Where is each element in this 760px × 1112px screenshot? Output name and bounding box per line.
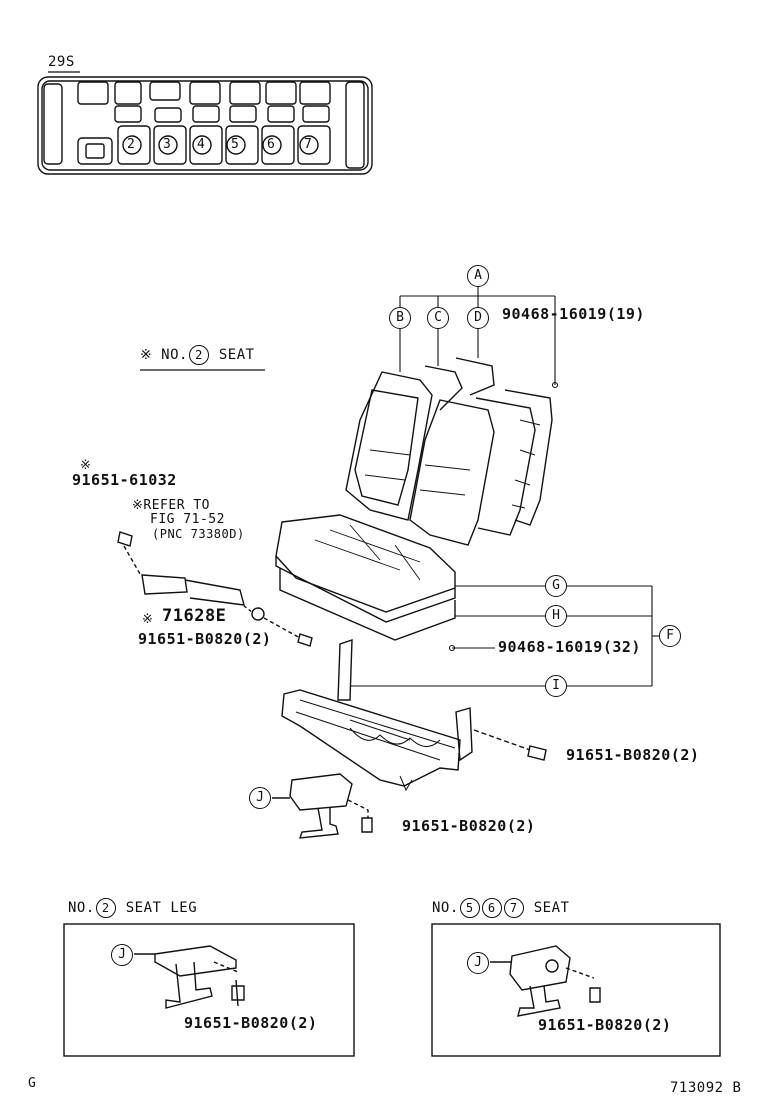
callout-a: A — [467, 265, 489, 287]
inset-left-callout-j: J — [111, 944, 133, 966]
inset-left-prefix: NO. — [68, 900, 95, 916]
layout-code: 29S — [48, 54, 75, 70]
asterisk-mark: ※ — [80, 458, 92, 473]
footer-right: 713092 B — [670, 1080, 742, 1096]
part-91651-b0820-c: 91651-B0820(2) — [402, 817, 536, 835]
inset-left-box — [63, 923, 355, 1057]
inset-right-part: 91651-B0820(2) — [538, 1016, 672, 1034]
seat-note-suffix: SEAT — [209, 347, 255, 363]
inset-right-prefix: NO. — [432, 900, 459, 916]
leader-lines-right — [350, 585, 660, 687]
seat-map-number-4: 4 — [197, 137, 206, 152]
seat-belt-buckle — [117, 531, 313, 647]
seat-backs — [345, 357, 553, 546]
leader-lines-top — [399, 286, 559, 389]
callout-g: G — [545, 575, 567, 597]
inset-left-number: 2 — [95, 898, 116, 918]
refer-line-3: (PNC 73380D) — [152, 527, 245, 541]
part-90468-16019-19: 90468-16019(19) — [502, 305, 645, 323]
seat-note-prefix: ※ NO. — [140, 347, 188, 363]
inset-left-title: NO.2 SEAT LEG — [68, 898, 197, 918]
asterisk-mark-2: ※ — [142, 612, 154, 627]
refer-line-2: FIG 71-52 — [150, 512, 225, 527]
inset-right-number-6: 6 — [481, 898, 502, 918]
seat-leg-main — [272, 773, 373, 839]
seat-note: ※ NO.2 SEAT — [140, 345, 255, 365]
part-91651-61032: 91651-61032 — [72, 471, 177, 489]
inset-right-number-5: 5 — [459, 898, 480, 918]
callout-i: I — [545, 675, 567, 697]
part-91651-b0820-a: 91651-B0820(2) — [138, 630, 272, 648]
inset-right-leg — [490, 945, 601, 1017]
seat-map-number-7: 7 — [304, 137, 313, 152]
inset-left-leg — [134, 945, 245, 1009]
inset-right-number-7: 7 — [503, 898, 524, 918]
seat-map-number-6: 6 — [267, 137, 276, 152]
seat-map — [37, 71, 373, 175]
inset-right-box — [431, 923, 721, 1057]
part-71628e: 71628E — [162, 606, 227, 626]
seat-map-number-3: 3 — [163, 137, 172, 152]
inset-left-suffix: SEAT LEG — [116, 900, 198, 916]
seat-map-number-5: 5 — [231, 137, 240, 152]
refer-line-1: ※REFER TO — [132, 498, 211, 513]
part-90468-16019-32: 90468-16019(32) — [498, 638, 641, 656]
seat-note-number: 2 — [188, 345, 209, 365]
inset-right-suffix: SEAT — [524, 900, 570, 916]
inset-left-part: 91651-B0820(2) — [184, 1014, 318, 1032]
footer-left: G — [28, 1076, 37, 1091]
inset-right-callout-j: J — [467, 952, 489, 974]
seat-frame — [281, 639, 547, 792]
seat-cushions — [275, 514, 456, 641]
callout-j: J — [249, 787, 271, 809]
callout-b: B — [389, 307, 411, 329]
seat-map-number-2: 2 — [127, 137, 136, 152]
callout-h: H — [545, 605, 567, 627]
callout-c: C — [427, 307, 449, 329]
part-91651-b0820-b: 91651-B0820(2) — [566, 746, 700, 764]
callout-d: D — [467, 307, 489, 329]
callout-f: F — [659, 625, 681, 647]
